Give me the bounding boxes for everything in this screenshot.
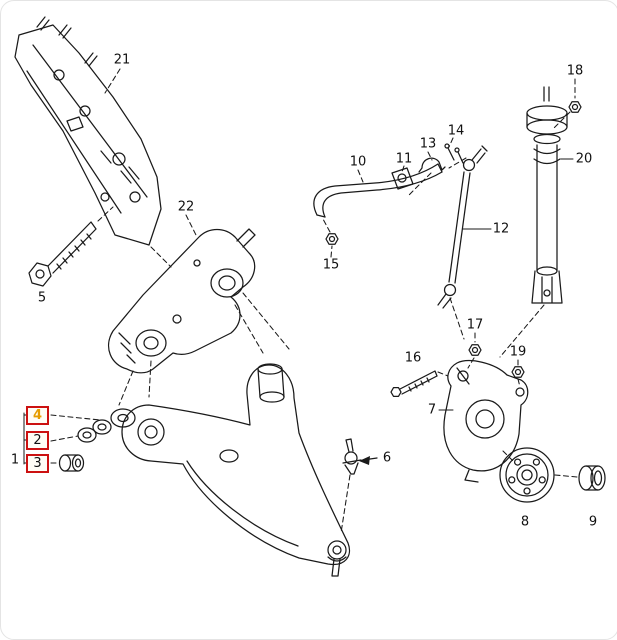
callout-21: 21 — [113, 52, 131, 68]
bolt-5-drawing — [28, 221, 97, 287]
bearing-ring-drawing — [578, 465, 606, 491]
callout-3-highlight-box[interactable]: 3 — [26, 454, 49, 473]
callout-22: 22 — [177, 199, 195, 215]
knuckle-drawing — [390, 344, 529, 483]
stabilizer-link-drawing — [437, 145, 488, 309]
stabilizer-bar-drawing — [313, 143, 464, 245]
callout-9: 9 — [588, 514, 598, 530]
callout-13: 13 — [419, 136, 437, 152]
callout-17: 17 — [466, 317, 484, 333]
ball-joint-drawing — [342, 438, 378, 475]
callout-19: 19 — [509, 344, 527, 360]
callout-10: 10 — [349, 154, 367, 170]
control-arm-drawing — [121, 363, 350, 577]
arm-bushings-drawing — [58, 408, 136, 472]
callout-12: 12 — [492, 221, 510, 237]
callout-1: 1 — [10, 452, 20, 468]
callout-7: 7 — [427, 402, 437, 418]
callout-11: 11 — [395, 151, 413, 167]
callout-16: 16 — [404, 350, 422, 366]
subframe-drawing — [14, 16, 162, 246]
callout-8: 8 — [520, 514, 530, 530]
assembly-dashed-lines — [50, 68, 578, 534]
callout-15: 15 — [322, 257, 340, 273]
wheel-hub-drawing — [499, 447, 555, 503]
callout-2: 2 — [33, 433, 42, 448]
callout-5: 5 — [37, 290, 47, 306]
callout-6: 6 — [382, 450, 392, 466]
callout-14: 14 — [447, 123, 465, 139]
callout-3: 3 — [33, 456, 42, 471]
strut-drawing — [526, 86, 582, 304]
callout-2-highlight-box[interactable]: 2 — [26, 431, 49, 450]
callout-18: 18 — [566, 63, 584, 79]
callout-4-highlight-box[interactable]: 4 — [26, 406, 49, 425]
label-ticks — [438, 158, 574, 411]
callout-20: 20 — [575, 151, 593, 167]
callout-4: 4 — [32, 408, 43, 423]
bracket-22-drawing — [108, 228, 256, 374]
